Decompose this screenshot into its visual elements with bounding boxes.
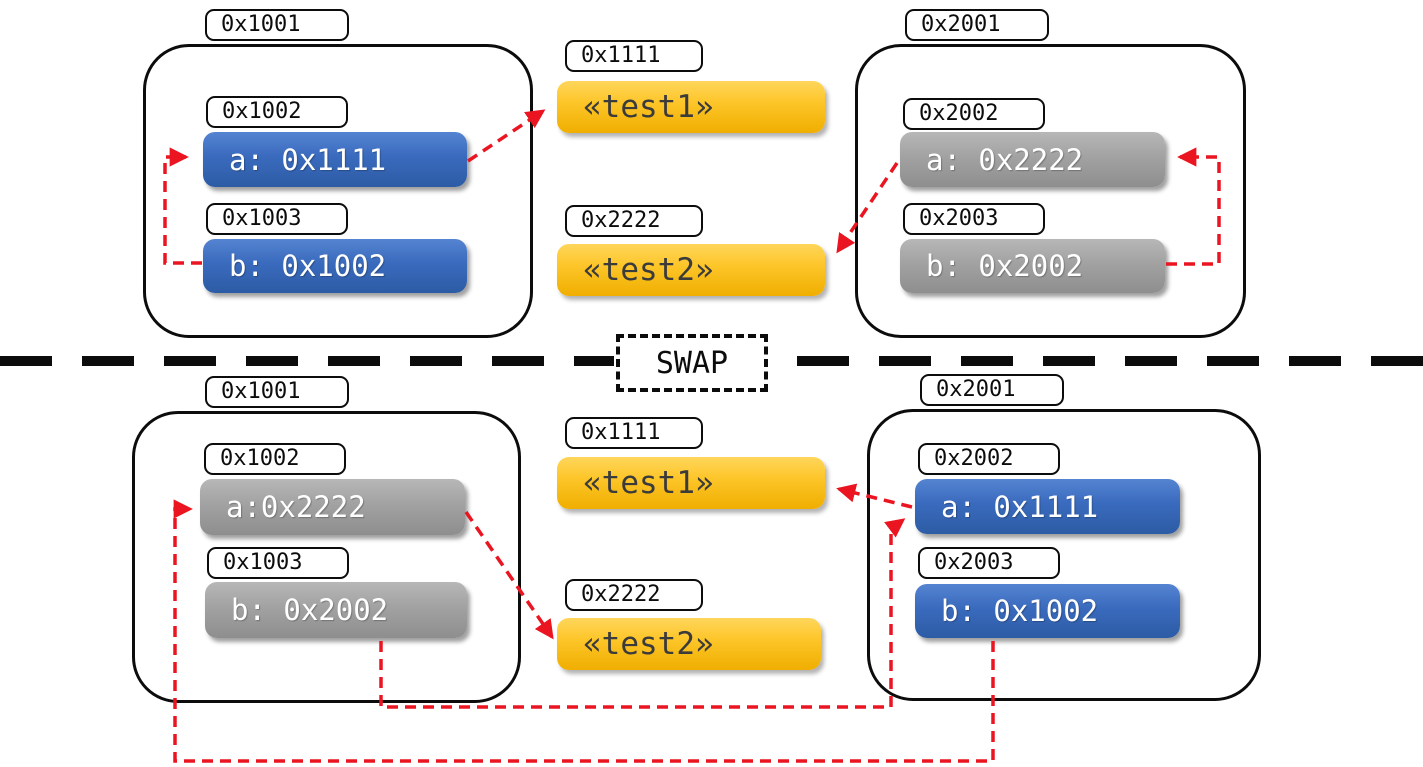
string-object: «test2» [557,244,825,296]
slot-address-label: 0x1003 [207,547,349,579]
slot-address-label: 0x1002 [206,96,348,128]
frame-address-label: 0x1001 [205,9,349,41]
frame-address-label: 0x1001 [205,376,349,408]
variable-box: a: 0x1111 [915,479,1180,534]
variable-box: a: 0x1111 [203,132,467,187]
stack-frame [855,44,1246,338]
variable-box: a: 0x2222 [900,132,1165,187]
swap-label-text: SWAP [655,345,729,381]
variable-box: b: 0x1002 [915,584,1180,638]
variable-box: b: 0x2002 [205,582,467,638]
slot-address-label: 0x1003 [206,203,348,235]
swap-operation-label: SWAP [616,334,768,392]
slot-address-label: 0x1002 [204,443,346,475]
string-address-label: 0x1111 [565,417,703,449]
slot-address-label: 0x2002 [903,98,1045,130]
string-address-label: 0x2222 [565,579,703,611]
string-object: «test2» [557,618,821,670]
string-address-label: 0x2222 [565,205,703,237]
frame-address-label: 0x2001 [920,374,1064,406]
slot-address-label: 0x2003 [903,203,1045,235]
variable-box: b: 0x1002 [203,239,467,293]
variable-box: b: 0x2002 [900,239,1165,293]
string-address-label: 0x1111 [565,40,703,72]
stack-frame [143,44,533,338]
string-object: «test1» [557,457,825,509]
slot-address-label: 0x2002 [918,443,1060,475]
string-object: «test1» [557,81,825,133]
frame-address-label: 0x2001 [905,9,1049,41]
slot-address-label: 0x2003 [918,547,1060,579]
variable-box: a:0x2222 [200,479,465,535]
